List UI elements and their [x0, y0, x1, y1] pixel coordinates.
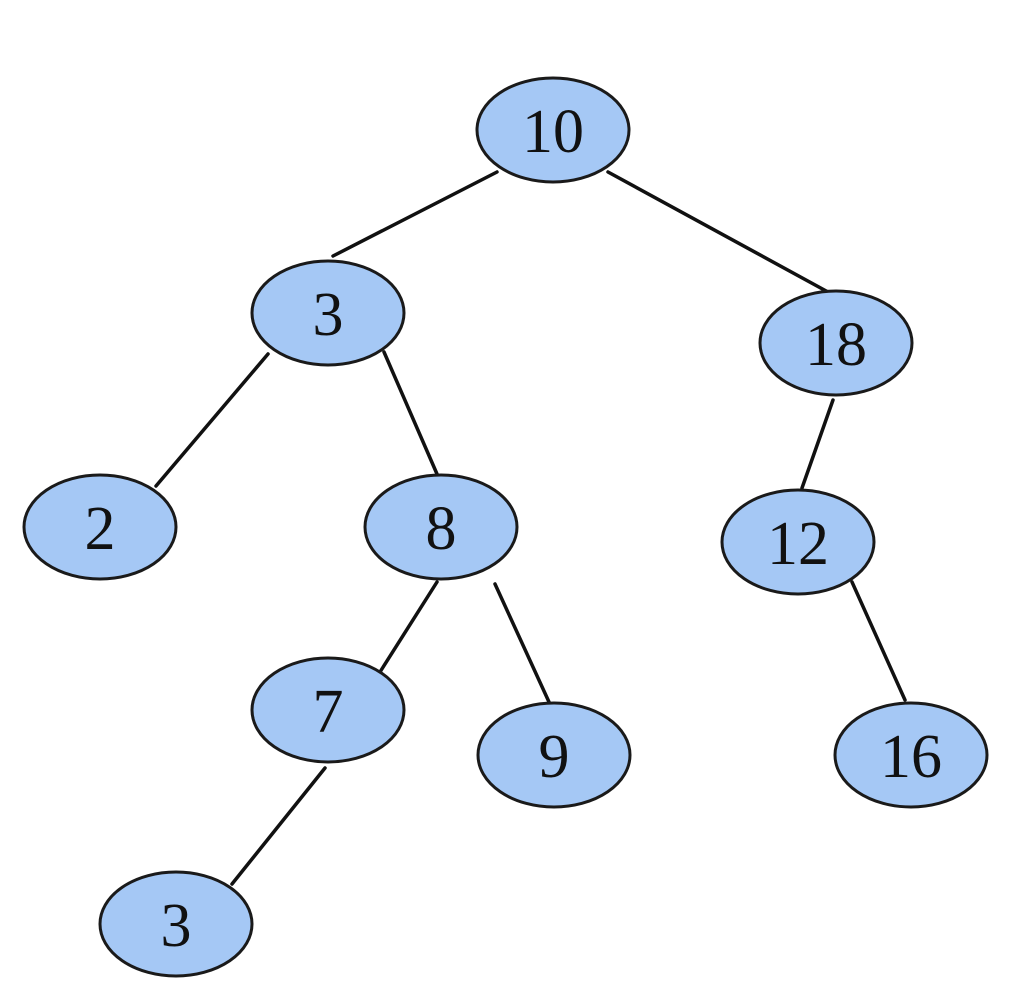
node-label: 3	[161, 892, 192, 960]
tree-node-n3a: 3	[250, 259, 406, 367]
tree-node-n8: 8	[363, 473, 519, 581]
edge-n3a-n2	[154, 352, 270, 488]
node-ellipse	[98, 870, 254, 978]
edge-n7-n3b	[230, 766, 327, 886]
tree-node-n7: 7	[250, 656, 406, 764]
node-ellipse	[475, 76, 631, 184]
tree-edges	[154, 170, 907, 886]
tree-node-n9: 9	[476, 701, 632, 809]
edge-n10-n18	[606, 170, 830, 294]
node-label: 8	[426, 495, 457, 563]
edge-n12-n16	[850, 580, 907, 702]
node-label: 16	[880, 723, 942, 791]
edge-n10-n3a	[331, 170, 499, 258]
node-label: 10	[522, 98, 584, 166]
node-ellipse	[476, 701, 632, 809]
node-ellipse	[250, 259, 406, 367]
node-label: 2	[85, 495, 116, 563]
tree-node-n12: 12	[720, 488, 876, 596]
tree-node-n10: 10	[475, 76, 631, 184]
edge-n18-n12	[800, 398, 835, 490]
tree-node-n18: 18	[758, 289, 914, 397]
edge-n8-n7	[378, 580, 439, 674]
edge-n3a-n8	[382, 350, 439, 476]
tree-nodes: 10 3 18 2 8 12 7 9 16 3	[22, 76, 989, 978]
node-ellipse	[363, 473, 519, 581]
node-label: 3	[313, 281, 344, 349]
tree-node-n16: 16	[833, 701, 989, 809]
node-label: 18	[805, 311, 867, 379]
node-label: 12	[767, 510, 829, 578]
node-ellipse	[250, 656, 406, 764]
node-label: 7	[313, 678, 344, 746]
edge-n8-n9	[493, 582, 551, 704]
node-ellipse	[833, 701, 989, 809]
node-ellipse	[758, 289, 914, 397]
tree-node-n3b: 3	[98, 870, 254, 978]
node-ellipse	[22, 473, 178, 581]
node-label: 9	[539, 723, 570, 791]
node-ellipse	[720, 488, 876, 596]
tree-node-n2: 2	[22, 473, 178, 581]
